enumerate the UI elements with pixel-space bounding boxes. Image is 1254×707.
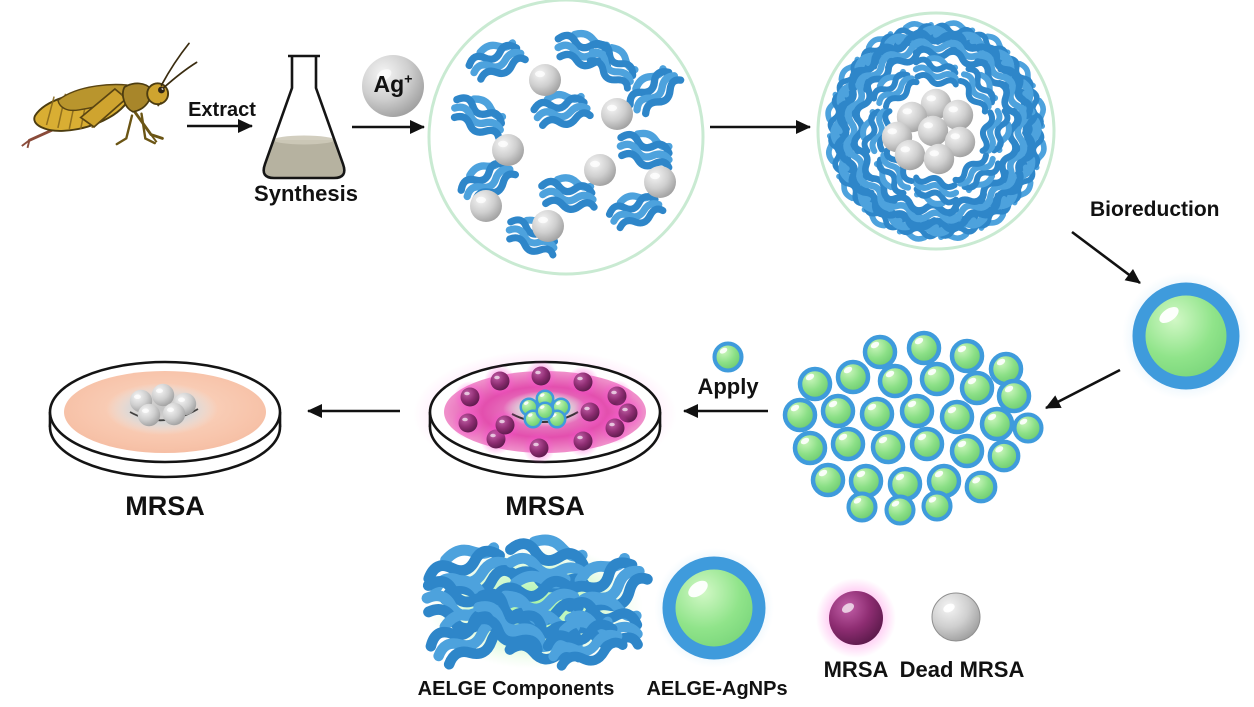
bioreduction-label: Bioreduction <box>1090 198 1220 221</box>
synthesis-flask <box>262 54 346 180</box>
extract-label: Extract <box>188 99 256 121</box>
sphere-to-cluster-arrow <box>1045 368 1121 410</box>
synthesis-label: Synthesis <box>254 181 358 206</box>
legend-mrsa <box>816 578 896 658</box>
apply-nanoparticle <box>715 344 742 371</box>
apply-label: Apply <box>697 374 759 399</box>
legend-aelge-agnps-label: AELGE-AgNPs <box>646 678 788 700</box>
flow-arrows <box>187 119 1141 418</box>
agnp-cluster <box>785 333 1042 524</box>
petri-dish-dead <box>48 360 282 479</box>
silver-ion-label: Ag+ <box>367 71 419 98</box>
petri-dish-treated <box>413 350 677 479</box>
mrsa-dead-dish-label: MRSA <box>125 491 205 521</box>
capping-circle <box>816 11 1056 251</box>
legend-dead-mrsa <box>931 592 981 642</box>
legend-mrsa-label: MRSA <box>823 657 889 682</box>
legend-aelge-components-label: AELGE Components <box>417 678 615 700</box>
grasshopper-illustration <box>21 42 198 149</box>
mrsa-treated-dish-label: MRSA <box>505 491 585 521</box>
legend-aelge-components <box>419 533 652 671</box>
mixing-circle <box>427 0 705 276</box>
aelge-agnp-sphere-large <box>1122 272 1250 400</box>
legend-aelge-agnps <box>654 548 774 668</box>
silver-ion-symbol: Ag <box>373 71 405 97</box>
legend-dead-mrsa-label: Dead MRSA <box>899 657 1025 682</box>
silver-ion-sphere <box>362 55 424 117</box>
silver-ion-charge: + <box>404 71 413 88</box>
bioreduction-arrow <box>1071 230 1141 285</box>
